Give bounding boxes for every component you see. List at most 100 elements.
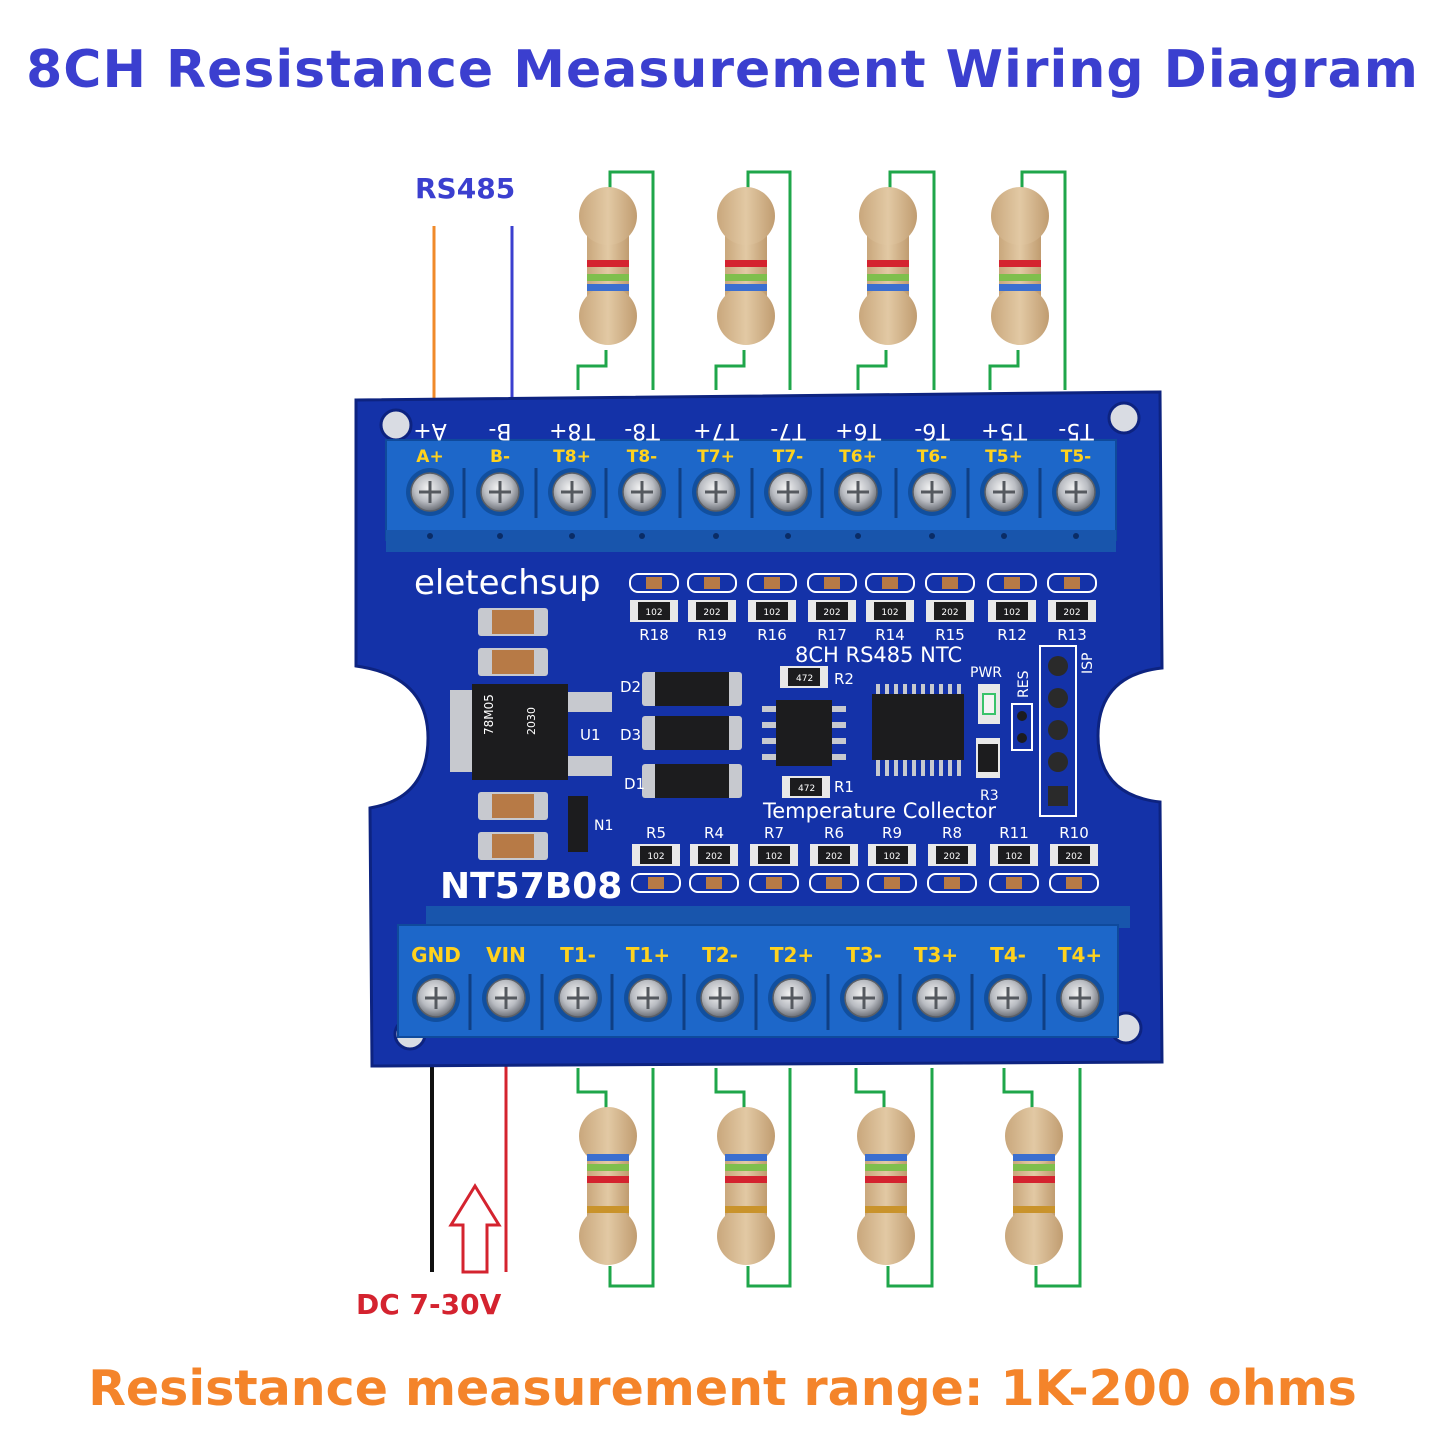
rs485-transceiver-chip <box>762 700 846 766</box>
smd-code: 202 <box>703 608 720 618</box>
terminal-screw[interactable] <box>768 974 816 1022</box>
terminal-screw[interactable] <box>618 468 666 516</box>
mirrored-silk-label: A+ <box>413 418 446 443</box>
terminal-screw[interactable] <box>554 974 602 1022</box>
smd-resistor-label: R9 <box>882 824 902 842</box>
resistor <box>1005 1107 1063 1265</box>
smd-code: 102 <box>1003 608 1020 618</box>
microcontroller-chip <box>872 684 964 776</box>
smd-resistor-label: R14 <box>875 626 905 644</box>
smd-resistor-label: R11 <box>999 824 1029 842</box>
terminal-label-bottom: T3- <box>846 943 882 967</box>
smd-code: 102 <box>763 608 780 618</box>
smd-resistor-label: R13 <box>1057 626 1087 644</box>
isp-label: ISP <box>1080 653 1096 674</box>
terminal-screw[interactable] <box>1056 974 1104 1022</box>
d3-label: D3 <box>620 726 641 744</box>
smd-code: 202 <box>941 608 958 618</box>
smd-code: 102 <box>1005 852 1022 862</box>
terminal-screw[interactable] <box>696 974 744 1022</box>
smd-code: 102 <box>647 852 664 862</box>
smd-resistor-label: R18 <box>639 626 669 644</box>
resistor <box>717 1107 775 1265</box>
r1-code: 472 <box>798 784 815 794</box>
smd-code: 102 <box>881 608 898 618</box>
resistor-wires <box>576 170 1082 1288</box>
terminal-screw[interactable] <box>912 974 960 1022</box>
rs485-label: RS485 <box>415 172 516 205</box>
mirrored-silk-label: T7+ <box>693 418 740 443</box>
terminal-label-top: T5+ <box>985 447 1023 467</box>
resistor <box>859 187 917 345</box>
terminal-screw[interactable] <box>908 468 956 516</box>
isp-header <box>1048 656 1068 806</box>
mirrored-silk-label: T5+ <box>981 418 1028 443</box>
resistor <box>579 187 637 345</box>
terminal-label-bottom: T2- <box>702 943 738 967</box>
diodes: D2 D3 D1 N1 <box>568 672 742 852</box>
smd-resistor-label: R15 <box>935 626 965 644</box>
smd-resistor-label: R4 <box>704 824 724 842</box>
terminal-label-top: T6- <box>917 447 947 467</box>
board-subtitle: 8CH RS485 NTC <box>795 643 962 667</box>
mirrored-silk-label: T7- <box>770 418 806 443</box>
r1-label: R1 <box>834 778 854 796</box>
terminal-label-bottom: VIN <box>486 943 526 967</box>
smd-resistor-label: R16 <box>757 626 787 644</box>
terminal-label-top: T8+ <box>553 447 591 467</box>
power-arrow-icon <box>448 1183 502 1274</box>
mounting-hole <box>1107 401 1141 435</box>
mirrored-silk-label: T8+ <box>549 418 596 443</box>
d1-label: D1 <box>624 775 645 793</box>
terminal-screw[interactable] <box>412 974 460 1022</box>
terminal-label-top: T6+ <box>839 447 877 467</box>
r3-label: R3 <box>980 788 999 804</box>
smd-code: 102 <box>645 608 662 618</box>
smd-code: 202 <box>705 852 722 862</box>
terminal-screw[interactable] <box>692 468 740 516</box>
terminal-label-bottom: T2+ <box>770 943 814 967</box>
terminal-label-bottom: T4- <box>990 943 1026 967</box>
terminal-label-top: T8- <box>627 447 657 467</box>
resistor <box>579 1107 637 1265</box>
voltage-regulator: 78M05 2030 U1 <box>450 684 612 780</box>
page-title: 8CH Resistance Measurement Wiring Diagra… <box>26 40 1419 100</box>
smd-code: 202 <box>825 852 842 862</box>
u1-label: U1 <box>580 726 601 744</box>
smd-resistor-label: R7 <box>764 824 784 842</box>
terminal-label-bottom: T1+ <box>626 943 670 967</box>
mirrored-silk-label: T6- <box>914 418 950 443</box>
smd-code: 102 <box>765 852 782 862</box>
r2-label: R2 <box>834 670 854 688</box>
smd-resistor-label: R12 <box>997 626 1027 644</box>
res-label: RES <box>1016 670 1032 698</box>
d2-label: D2 <box>620 678 641 696</box>
smd-resistor-label: R17 <box>817 626 847 644</box>
terminal-label-bottom: T4+ <box>1058 943 1102 967</box>
terminal-screw[interactable] <box>984 974 1032 1022</box>
smd-resistor-label: R8 <box>942 824 962 842</box>
mirrored-silk-label: T5- <box>1058 418 1094 443</box>
terminal-screw[interactable] <box>406 468 454 516</box>
resistor <box>991 187 1049 345</box>
terminal-screw[interactable] <box>1052 468 1100 516</box>
terminal-screw[interactable] <box>764 468 812 516</box>
terminal-screw[interactable] <box>834 468 882 516</box>
terminal-screw[interactable] <box>840 974 888 1022</box>
terminal-screw[interactable] <box>548 468 596 516</box>
mounting-hole <box>379 408 413 442</box>
mirrored-silk-label: T8- <box>624 418 660 443</box>
terminal-label-top: T5- <box>1061 447 1091 467</box>
pwr-label: PWR <box>970 665 1002 681</box>
terminal-screw[interactable] <box>624 974 672 1022</box>
terminal-label-top: B- <box>490 447 510 467</box>
smd-code: 202 <box>823 608 840 618</box>
terminal-screw[interactable] <box>476 468 524 516</box>
terminal-screw[interactable] <box>482 974 530 1022</box>
terminal-screw[interactable] <box>980 468 1028 516</box>
n1-label: N1 <box>594 818 613 834</box>
smd-code: 102 <box>883 852 900 862</box>
brand-label: eletechsup <box>414 563 601 603</box>
smd-resistor-label: R19 <box>697 626 727 644</box>
